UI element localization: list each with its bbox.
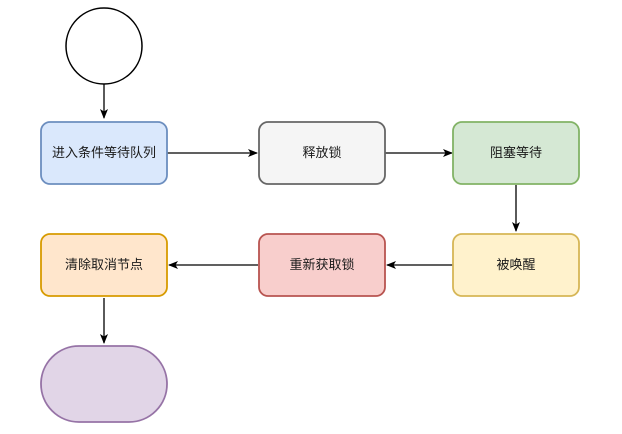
edges — [100, 84, 520, 344]
node-blocking-wait-label: 阻塞等待 — [490, 145, 542, 161]
node-awakened[interactable]: 被唤醒 — [452, 233, 580, 297]
node-release-lock-label: 释放锁 — [302, 145, 341, 161]
node-awakened-label: 被唤醒 — [496, 258, 535, 273]
node-reacquire-lock-label: 重新获取锁 — [289, 257, 354, 273]
node-enter-condition-queue-label: 进入条件等待队列 — [52, 145, 156, 161]
node-clear-cancelled[interactable]: 清除取消节点 — [40, 233, 168, 297]
end-node[interactable] — [40, 345, 168, 423]
node-release-lock-shape — [258, 121, 386, 185]
node-reacquire-lock[interactable]: 重新获取锁 — [258, 233, 386, 297]
start-node[interactable] — [65, 7, 143, 85]
node-blocking-wait-shape — [452, 121, 580, 185]
node-enter-condition-queue[interactable]: 进入条件等待队列 — [40, 121, 168, 185]
node-clear-cancelled-label: 清除取消节点 — [65, 258, 143, 273]
node-reacquire-lock-shape — [258, 233, 386, 297]
node-enter-condition-queue-shape — [40, 121, 168, 185]
node-blocking-wait[interactable]: 阻塞等待 — [452, 121, 580, 185]
node-awakened-shape — [452, 233, 580, 297]
node-clear-cancelled-shape — [40, 233, 168, 297]
node-release-lock[interactable]: 释放锁 — [258, 121, 386, 185]
